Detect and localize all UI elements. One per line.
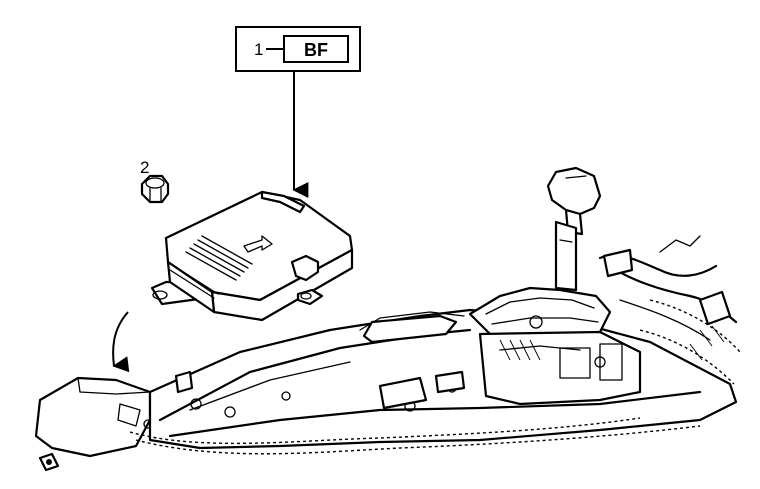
- installed-module: [34, 376, 153, 472]
- callout-1-label[interactable]: 1 BF: [235, 26, 361, 72]
- wiring-harness: [598, 235, 741, 385]
- control-module[interactable]: [150, 190, 354, 322]
- callout-1-number: 1: [254, 40, 263, 59]
- install-location-leader: [112, 311, 130, 373]
- shifter-assembly: [468, 166, 642, 406]
- nut-part[interactable]: [140, 174, 170, 204]
- callout-2-number[interactable]: 2: [140, 158, 149, 177]
- center-console-assembly: [129, 308, 738, 455]
- part-code: BF: [304, 40, 328, 60]
- part-code-box: [283, 35, 349, 63]
